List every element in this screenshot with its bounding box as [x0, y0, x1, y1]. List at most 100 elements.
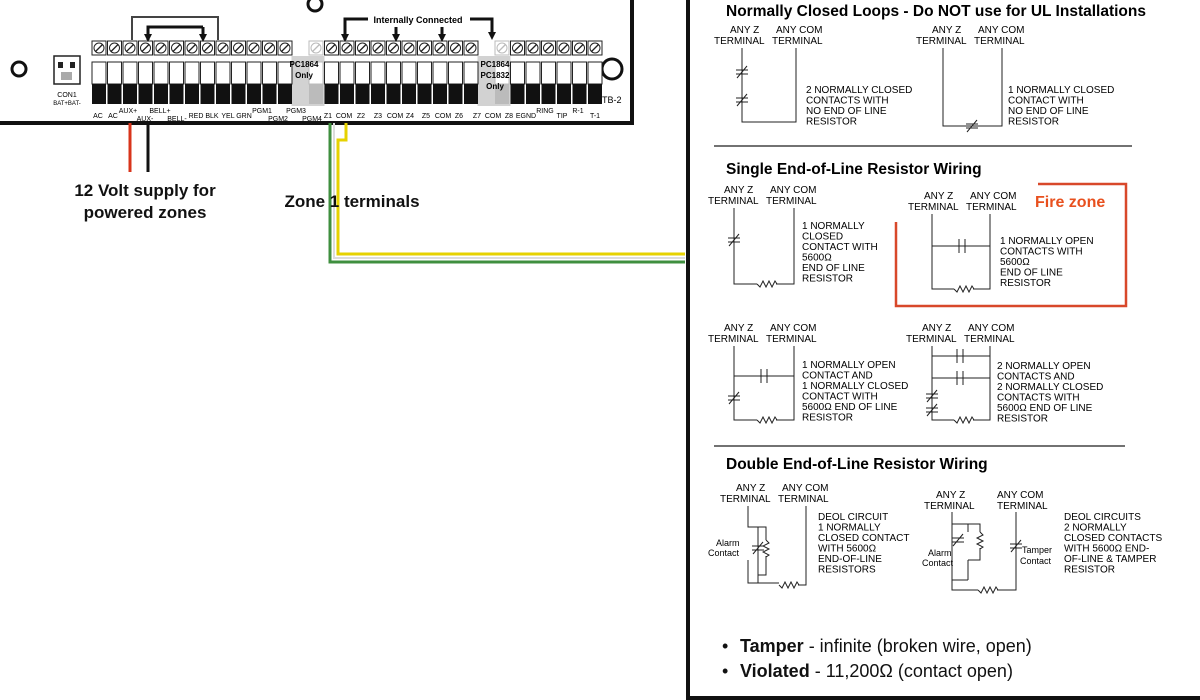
terminal-label: TIP: [557, 113, 568, 120]
terminal-label: BELL-: [167, 116, 187, 123]
terminal-screw: [246, 40, 262, 104]
fire-zone-label: Fire zone: [1035, 194, 1106, 211]
nc-desc-1-line: CONTACTS WITH: [806, 96, 889, 107]
terminal-screw: [184, 40, 200, 104]
terminal-screw: [91, 40, 107, 104]
terminal-screw: [525, 40, 541, 104]
terminal-screw: [107, 40, 122, 104]
terminal-screw: [339, 40, 355, 104]
terminal-label: T-1: [590, 113, 600, 120]
terminal-label: TERMINAL: [966, 202, 1017, 213]
terminal-label: GRN: [236, 113, 252, 120]
terminal-label: TERMINAL: [916, 36, 967, 47]
terminal-screw: [138, 40, 153, 104]
terminal-screw: [463, 40, 479, 104]
any-com-label: ANY COM: [776, 25, 823, 36]
terminal-screw: [200, 40, 215, 104]
seol-desc-4-line: RESISTOR: [997, 414, 1048, 425]
terminal-screw: [417, 40, 432, 104]
any-com-label: ANY COM: [978, 25, 1025, 36]
deol-desc-2-line: OF-LINE & TAMPER: [1064, 554, 1156, 565]
any-z-label: ANY Z: [730, 25, 759, 36]
seol-title: Single End-of-Line Resistor Wiring: [726, 161, 982, 178]
terminal-label: PGM3: [286, 108, 306, 115]
terminal-label: TERMINAL: [908, 202, 959, 213]
seol-desc-2-line: 5600Ω: [1000, 257, 1030, 268]
terminal-screw: [324, 40, 339, 104]
any-com-label: ANY COM: [782, 483, 829, 494]
tamper-contact-label: Contact: [1020, 556, 1052, 566]
seol-desc-2-line: 1 NORMALLY OPEN: [1000, 236, 1094, 247]
terminal-label: AC: [93, 113, 103, 120]
internally-connected-label: Internally Connected: [373, 15, 462, 25]
terminal-label: TERMINAL: [974, 36, 1025, 47]
bullet-tamper: •Tamper - infinite (broken wire, open): [722, 636, 1032, 656]
alarm-contact-label: Alarm: [928, 548, 952, 558]
any-z-label: ANY Z: [724, 323, 753, 334]
seol-desc-1-line: 1 NORMALLY: [802, 221, 865, 232]
terminal-label: TERMINAL: [766, 196, 817, 207]
pc1864-only-label-1: PC1864: [290, 60, 319, 69]
bus-bracket-zones: [343, 17, 494, 40]
terminal-screw: [370, 40, 386, 104]
pc1864-only-label-2: Only: [295, 71, 313, 80]
terminal-label: BLK: [205, 113, 219, 120]
any-z-label: ANY Z: [724, 185, 753, 196]
con1-label: CON1: [57, 92, 77, 99]
z1-white-wire: [333, 123, 685, 259]
terminal-screw: [153, 40, 169, 104]
deol-desc-2-line: WITH 5600Ω END-: [1064, 544, 1149, 555]
deol-desc-1-line: RESISTORS: [818, 565, 876, 576]
seol-desc-3-line: 1 NORMALLY OPEN: [802, 360, 896, 371]
pc1832-only-label-3: Only: [486, 82, 504, 91]
tb2-label: TB-2: [602, 95, 622, 105]
terminal-label: TERMINAL: [708, 196, 759, 207]
nc-desc-1-line: NO END OF LINE: [806, 106, 887, 117]
any-z-label: ANY Z: [936, 490, 965, 501]
deol-desc-2-line: 2 NORMALLY: [1064, 523, 1127, 534]
terminal-screw: [587, 40, 603, 104]
mount-hole-right: [600, 57, 624, 81]
nc-desc-2-line: RESISTOR: [1008, 117, 1059, 128]
terminal-screw: [556, 40, 572, 104]
terminal-label: Z6: [455, 113, 463, 120]
seol-desc-3-line: 1 NORMALLY CLOSED: [802, 381, 908, 392]
terminal-label: Z5: [422, 113, 430, 120]
deol-desc-1-line: END-OF-LINE: [818, 554, 882, 565]
bullet-violated-term: Violated: [740, 661, 810, 681]
deol-desc-1-line: CLOSED CONTACT: [818, 533, 910, 544]
terminal-label: Z4: [406, 113, 414, 120]
terminal-label: RED: [189, 113, 204, 120]
seol-desc-2-line: RESISTOR: [1000, 278, 1051, 289]
terminal-label: EGND: [516, 113, 536, 120]
terminal-label: TERMINAL: [766, 334, 817, 345]
terminal-screw: [494, 40, 510, 104]
terminal-label: R-1: [572, 108, 583, 115]
seol-desc-1-line: 5600Ω: [802, 253, 832, 264]
terminal-screw: [510, 40, 525, 104]
terminal-label: Z7: [473, 113, 481, 120]
terminal-label: AUX+: [119, 108, 137, 115]
terminal-label: BELL+: [149, 108, 170, 115]
mount-hole-top: [306, 0, 324, 13]
seol-desc-3-line: 5600Ω END OF LINE: [802, 402, 898, 413]
seol-desc-4-line: 5600Ω END OF LINE: [997, 403, 1093, 414]
terminal-screw: [541, 40, 556, 104]
deol-desc-2-line: DEOL CIRCUITS: [1064, 512, 1141, 523]
any-com-label: ANY COM: [997, 490, 1044, 501]
terminal-label: PGM1: [252, 108, 272, 115]
seol-desc-2-line: CONTACTS WITH: [1000, 247, 1083, 258]
terminal-screw: [231, 40, 246, 104]
terminal-screw: [122, 40, 138, 104]
terminal-label: COM: [387, 113, 404, 120]
terminal-screw: [401, 40, 417, 104]
terminal-label: YEL: [221, 113, 234, 120]
nc-title: Normally Closed Loops - Do NOT use for U…: [726, 3, 1146, 20]
